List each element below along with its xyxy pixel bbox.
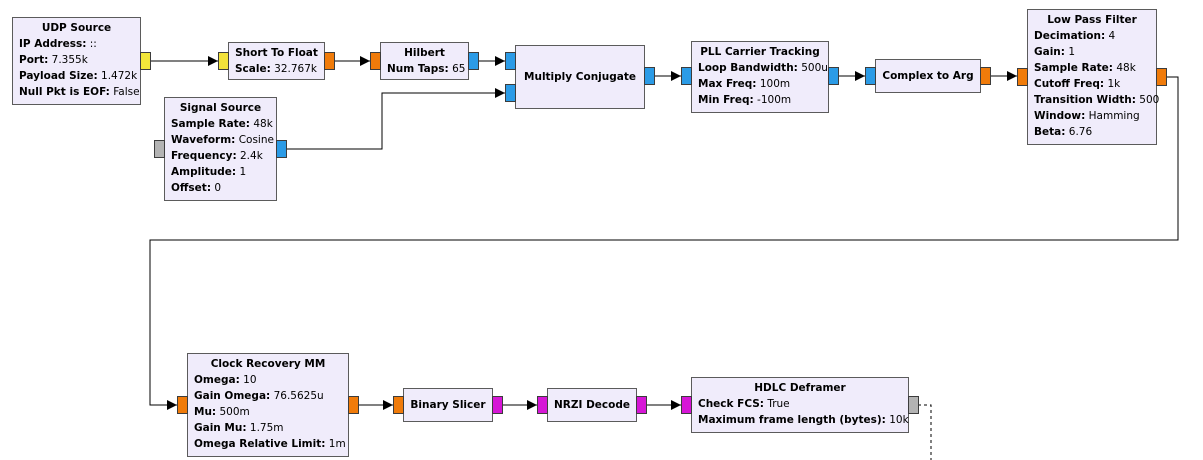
block-title: PLL Carrier Tracking <box>700 46 820 58</box>
port-short-to-float-in[interactable] <box>218 52 229 70</box>
param-loop-bandwidth: Loop Bandwidth: 500u <box>698 62 828 74</box>
block-title: Binary Slicer <box>410 399 486 411</box>
port-low-pass-in[interactable] <box>1017 68 1028 86</box>
block-title: Hilbert <box>404 47 445 59</box>
param-max-frame-length: Maximum frame length (bytes): 10k <box>698 414 909 426</box>
block-multiply-conjugate[interactable]: Multiply Conjugate <box>515 45 645 109</box>
param-max-freq: Max Freq: 100m <box>698 78 791 90</box>
block-title: Signal Source <box>179 102 262 114</box>
port-multiply-conjugate-in1[interactable] <box>505 84 516 102</box>
block-title: Clock Recovery MM <box>210 358 326 370</box>
block-hilbert[interactable]: Hilbert Num Taps: 65 <box>380 42 469 80</box>
port-multiply-conjugate-in0[interactable] <box>505 52 516 70</box>
param-sample-rate: Sample Rate: 48k <box>1034 62 1136 74</box>
param-port: Port: 7.355k <box>19 54 88 66</box>
param-mu: Mu: 500m <box>194 406 250 418</box>
param-cutoff-freq: Cutoff Freq: 1k <box>1034 78 1121 90</box>
param-gain-mu: Gain Mu: 1.75m <box>194 422 284 434</box>
port-hilbert-out[interactable] <box>468 52 479 70</box>
param-window: Window: Hamming <box>1034 110 1140 122</box>
param-gain-omega: Gain Omega: 76.5625u <box>194 390 324 402</box>
wire-signal-to-multiply <box>286 88 505 150</box>
block-low-pass-filter[interactable]: Low Pass Filter Decimation: 4 Gain: 1 Sa… <box>1027 9 1160 145</box>
port-complex-to-arg-in[interactable] <box>865 67 876 85</box>
block-title: NRZI Decode <box>554 399 630 411</box>
port-clock-recovery-in[interactable] <box>177 396 188 414</box>
param-frequency: Frequency: 2.4k <box>171 150 263 162</box>
param-min-freq: Min Freq: -100m <box>698 94 792 106</box>
block-complex-to-arg[interactable]: Complex to Arg <box>875 59 981 93</box>
port-short-to-float-out[interactable] <box>324 52 335 70</box>
port-binary-slicer-out[interactable] <box>492 396 503 414</box>
port-multiply-conjugate-out[interactable] <box>644 67 655 85</box>
port-nrzi-decode-in[interactable] <box>537 396 548 414</box>
param-num-taps: Num Taps: 65 <box>387 63 466 75</box>
block-binary-slicer[interactable]: Binary Slicer <box>403 388 493 422</box>
block-short-to-float[interactable]: Short To Float Scale: 32.767k <box>228 42 325 80</box>
port-hdlc-deframer-msg-out[interactable] <box>908 396 919 414</box>
block-title: Short To Float <box>235 47 318 59</box>
param-check-fcs: Check FCS: True <box>698 398 790 410</box>
block-title: UDP Source <box>41 22 112 34</box>
port-nrzi-decode-out[interactable] <box>636 396 647 414</box>
port-pll-in[interactable] <box>681 67 692 85</box>
param-payload-size: Payload Size: 1.472k <box>19 70 138 82</box>
block-pll-carrier-tracking[interactable]: PLL Carrier Tracking Loop Bandwidth: 500… <box>691 41 829 113</box>
param-omega: Omega: 10 <box>194 374 257 386</box>
port-low-pass-out[interactable] <box>1156 68 1167 86</box>
block-title: HDLC Deframer <box>754 382 846 394</box>
port-pll-out[interactable] <box>828 67 839 85</box>
port-signal-source-out[interactable] <box>276 140 287 158</box>
param-beta: Beta: 6.76 <box>1034 126 1093 138</box>
block-udp-source[interactable]: UDP Source IP Address: :: Port: 7.355k P… <box>12 17 141 105</box>
param-waveform: Waveform: Cosine <box>171 134 274 146</box>
param-scale: Scale: 32.767k <box>235 63 317 75</box>
port-complex-to-arg-out[interactable] <box>980 67 991 85</box>
param-null-pkt: Null Pkt is EOF: False <box>19 86 140 98</box>
param-gain: Gain: 1 <box>1034 46 1076 58</box>
port-signal-source-msg-in[interactable] <box>154 140 165 158</box>
block-title: Low Pass Filter <box>1047 14 1137 26</box>
block-hdlc-deframer[interactable]: HDLC Deframer Check FCS: True Maximum fr… <box>691 377 909 433</box>
param-decimation: Decimation: 4 <box>1034 30 1116 42</box>
block-title: Multiply Conjugate <box>524 71 636 83</box>
block-signal-source[interactable]: Signal Source Sample Rate: 48k Waveform:… <box>164 97 277 201</box>
param-omega-relative-limit: Omega Relative Limit: 1m <box>194 438 346 450</box>
param-amplitude: Amplitude: 1 <box>171 166 247 178</box>
port-hilbert-in[interactable] <box>370 52 381 70</box>
param-offset: Offset: 0 <box>171 182 222 194</box>
param-sample-rate: Sample Rate: 48k <box>171 118 273 130</box>
port-clock-recovery-out[interactable] <box>348 396 359 414</box>
param-ip-address: IP Address: :: <box>19 38 97 50</box>
port-hdlc-deframer-in[interactable] <box>681 396 692 414</box>
wire-hdlc-message-out <box>918 404 932 460</box>
wire-lowpass-to-clockrecovery <box>149 76 1179 410</box>
block-nrzi-decode[interactable]: NRZI Decode <box>547 388 637 422</box>
param-transition-width: Transition Width: 500 <box>1034 94 1160 106</box>
port-udp-source-out[interactable] <box>140 52 151 70</box>
block-title: Complex to Arg <box>882 70 974 82</box>
block-clock-recovery-mm[interactable]: Clock Recovery MM Omega: 10 Gain Omega: … <box>187 353 349 457</box>
port-binary-slicer-in[interactable] <box>393 396 404 414</box>
